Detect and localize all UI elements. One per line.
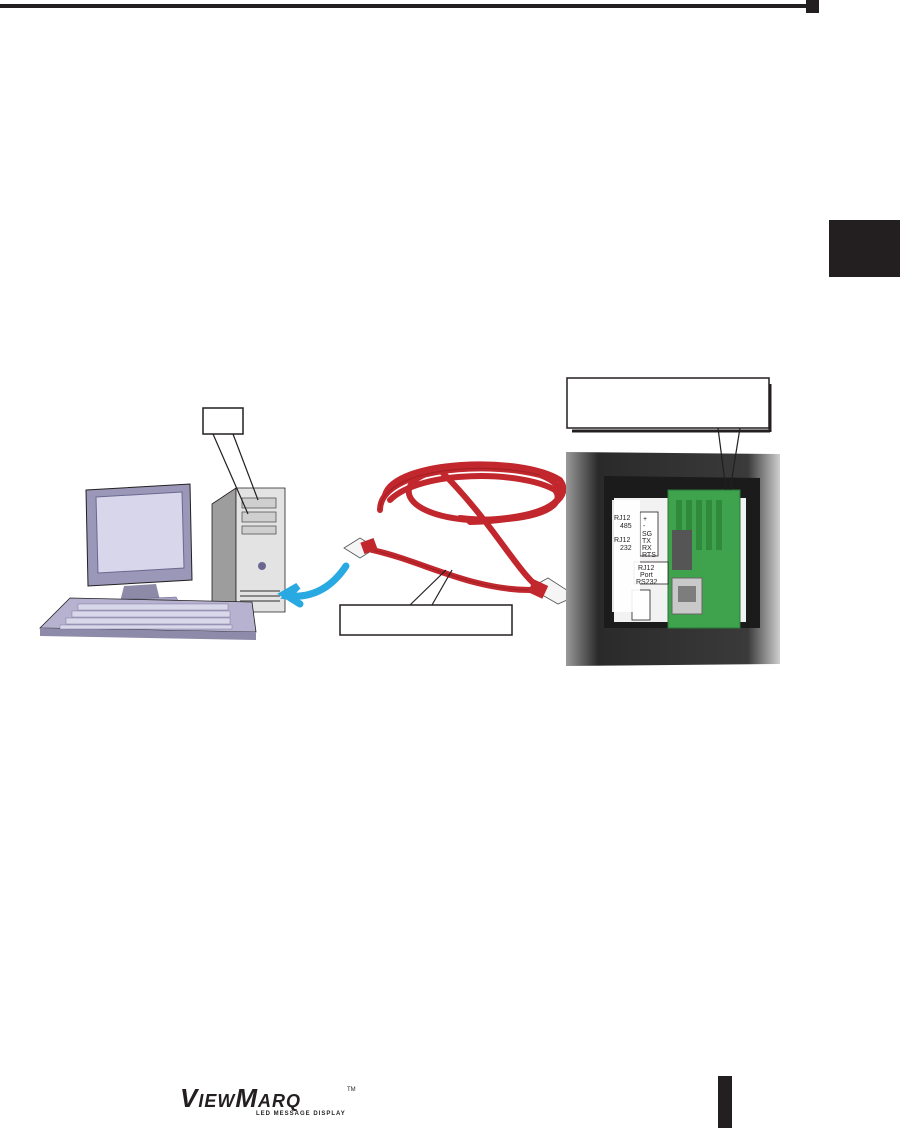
svg-text:232: 232 <box>620 545 632 552</box>
viewmarq-display-icon <box>566 452 780 666</box>
svg-text:RJ12: RJ12 <box>614 537 630 544</box>
logo-view-rest: IEW <box>198 1091 235 1111</box>
viewmarq-logo: VIEWMARQ TM LED MESSAGE DISPLAY <box>180 1084 360 1124</box>
svg-text:Port: Port <box>640 572 653 579</box>
svg-text:TX: TX <box>642 538 651 545</box>
keyboard-icon <box>40 598 256 640</box>
svg-text:RJ12: RJ12 <box>638 565 654 572</box>
header-rule <box>0 4 806 8</box>
svg-text:RTS: RTS <box>642 552 656 559</box>
chapter-tab <box>829 220 900 277</box>
footer-bar <box>718 1076 732 1128</box>
logo-marq-rest: ARQ <box>258 1091 301 1111</box>
logo-tagline: LED MESSAGE DISPLAY <box>256 1111 346 1117</box>
ethernet-cable-icon <box>372 464 563 594</box>
logo-marq-initial: M <box>235 1083 258 1113</box>
header-rule-end <box>806 0 819 13</box>
pc-tower-icon <box>212 488 285 618</box>
logo-view-initial: V <box>180 1083 198 1113</box>
logo-trademark: TM <box>347 1087 356 1093</box>
monitor-icon <box>86 484 192 611</box>
svg-text:RX: RX <box>642 545 652 552</box>
svg-text:+: + <box>643 516 647 523</box>
arrow-to-pc-icon <box>284 566 346 604</box>
connection-diagram: + - SG TX RX RTS RJ12 485 RJ12 232 RJ12 … <box>0 360 900 680</box>
svg-text:RS232: RS232 <box>636 579 658 586</box>
svg-text:RJ12: RJ12 <box>614 515 630 522</box>
svg-text:485: 485 <box>620 523 632 530</box>
svg-text:SG: SG <box>642 531 652 538</box>
